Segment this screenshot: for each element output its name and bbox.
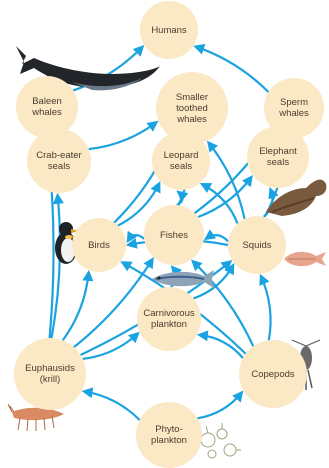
node-squids-label: Squids bbox=[242, 240, 271, 251]
node-phyto: Phyto- plankton bbox=[136, 402, 202, 468]
node-squids: Squids bbox=[228, 216, 286, 274]
node-elephant-label: Elephant seals bbox=[259, 146, 297, 168]
node-carnivorous-label: Carnivorous plankton bbox=[143, 308, 194, 330]
node-euphausids: Euphausids (krill) bbox=[14, 338, 86, 410]
node-crabeater-label: Crab-eater seals bbox=[36, 150, 81, 172]
node-copepods: Copepods bbox=[239, 340, 307, 408]
fish-illustration bbox=[150, 268, 216, 290]
node-elephant: Elephant seals bbox=[247, 126, 309, 188]
arrow-phyto-to-euphausids bbox=[84, 391, 140, 420]
arrow-squids-to-smaller bbox=[208, 142, 244, 218]
arrow-euphausids-to-birds bbox=[63, 272, 89, 340]
node-smaller-label: Smaller toothed whales bbox=[176, 92, 208, 125]
arrow-phyto-to-copepods bbox=[197, 392, 241, 418]
node-birds-label: Birds bbox=[88, 240, 110, 251]
node-phyto-label: Phyto- plankton bbox=[151, 424, 187, 446]
arrow-fishes-to-birds bbox=[128, 235, 145, 241]
arrow-copepods-to-carnivorous bbox=[199, 335, 243, 358]
node-copepods-label: Copepods bbox=[251, 369, 294, 380]
arrow-euphausids-to-carnivorous bbox=[83, 333, 138, 359]
node-baleen-label: Baleen whales bbox=[32, 96, 62, 118]
arrow-copepods-to-squids bbox=[261, 276, 271, 340]
arrow-squids-to-fishes bbox=[206, 235, 228, 241]
node-fishes-label: Fishes bbox=[160, 230, 188, 241]
node-crabeater: Crab-eater seals bbox=[27, 129, 91, 193]
node-leopard-label: Leopard seals bbox=[164, 150, 199, 172]
node-carnivorous: Carnivorous plankton bbox=[137, 287, 201, 351]
node-euphausids-label: Euphausids (krill) bbox=[25, 363, 75, 385]
squid-illustration bbox=[282, 246, 328, 272]
node-fishes: Fishes bbox=[144, 205, 204, 265]
node-leopard: Leopard seals bbox=[152, 132, 210, 190]
node-sperm-label: Sperm whales bbox=[279, 97, 309, 119]
node-humans: Humans bbox=[140, 1, 198, 59]
node-humans-label: Humans bbox=[151, 25, 186, 36]
arrow-fishes-to-leopard bbox=[177, 192, 183, 205]
arrow-crabeater-to-smaller bbox=[89, 122, 157, 149]
node-birds: Birds bbox=[72, 218, 126, 272]
node-baleen: Baleen whales bbox=[16, 76, 78, 138]
phytoplankton-illustration bbox=[196, 420, 242, 464]
